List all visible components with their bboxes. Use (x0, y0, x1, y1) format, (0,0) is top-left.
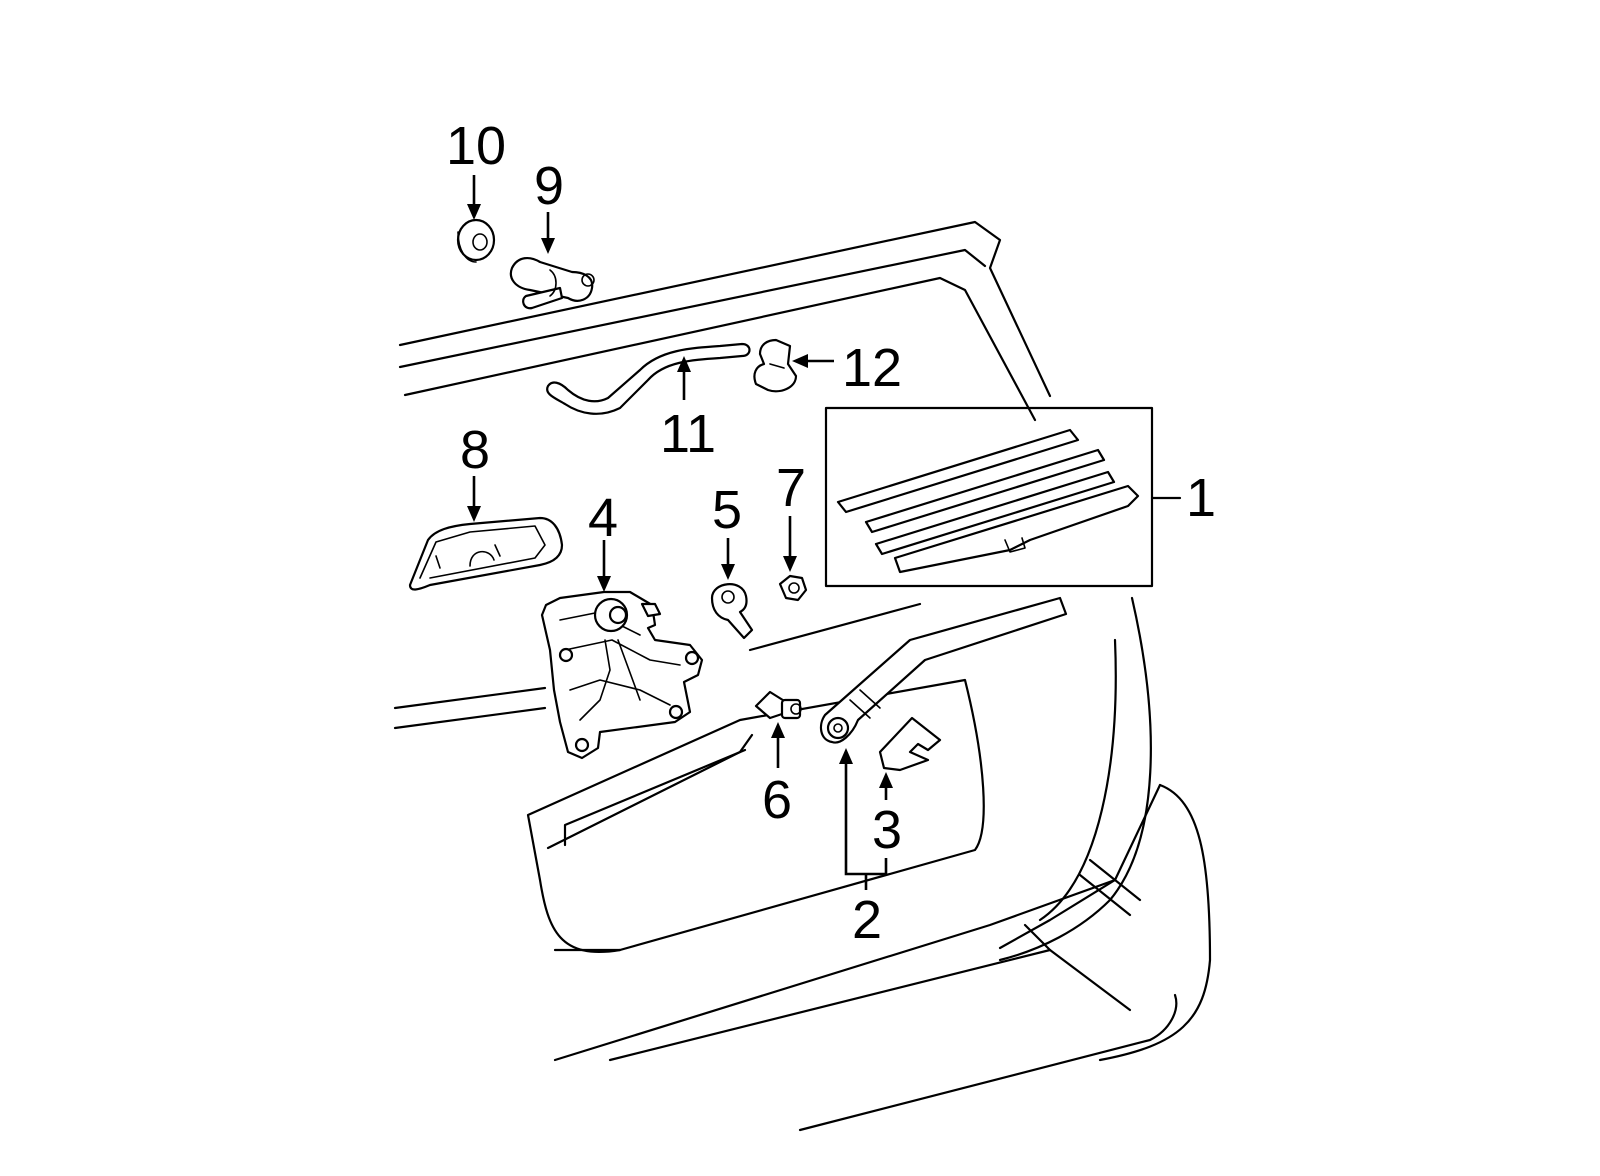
callout-10: 10 (446, 116, 506, 176)
part-3-arm-cap (878, 716, 942, 772)
part-7-nut (778, 574, 808, 602)
callout-3: 3 (872, 800, 902, 860)
callout-2: 2 (852, 890, 882, 950)
callout-numbers: 1 2 3 4 5 6 7 8 9 10 11 12 (446, 116, 1216, 950)
part-10-grommet (456, 218, 496, 263)
callout-9: 9 (534, 156, 564, 216)
callout-5: 5 (712, 480, 742, 540)
callout-1: 1 (1186, 468, 1216, 528)
callout-12: 12 (842, 338, 902, 398)
part-6-pivot-bolt (754, 690, 802, 720)
part-11-washer-hose (546, 342, 751, 415)
callout-7: 7 (776, 458, 806, 518)
callout-11: 11 (660, 404, 716, 464)
callout-8: 8 (460, 420, 490, 480)
part-4-wiper-motor (540, 590, 704, 760)
callout-4: 4 (588, 488, 618, 548)
part-12-connector (753, 338, 798, 393)
part-8-cover (408, 516, 564, 591)
vehicle-liftgate-outline (393, 220, 1212, 1132)
part-1-wiper-blade-kit (824, 406, 1182, 588)
part-2-wiper-arm (819, 596, 1068, 744)
part-5-grommet (710, 583, 754, 640)
leader-lines (467, 175, 893, 890)
callout-6: 6 (762, 770, 792, 830)
part-9-washer-nozzle (509, 256, 595, 310)
